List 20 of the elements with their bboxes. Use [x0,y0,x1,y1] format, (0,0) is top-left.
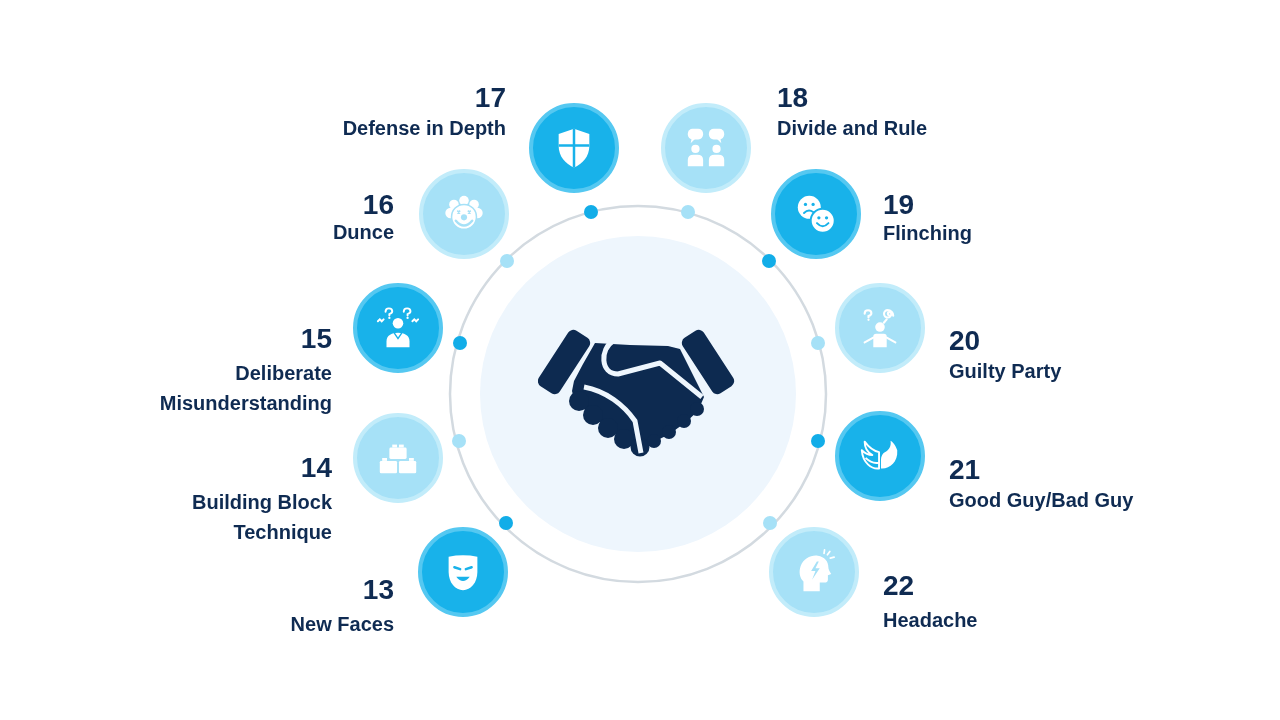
tactic-number: 20 [949,327,981,355]
tactic-name: Building Block Technique [191,490,332,545]
tactic-name: Guilty Party [949,359,1062,384]
tactic-name: New Faces [290,612,394,637]
tactic-name: Divide and Rule [777,116,928,141]
tactic-number: 16 [362,191,394,219]
tactic-name: Good Guy/Bad Guy [949,488,1134,513]
tactic-number: 18 [777,84,809,112]
tactic-name: Headache [883,608,978,633]
tactic-number: 19 [883,191,915,219]
tactic-number: 13 [362,576,394,604]
tactic-number: 17 [474,84,506,112]
tactic-name: Deliberate Misunderstanding [158,361,332,416]
tactic-number: 14 [300,454,332,482]
tactic-number: 21 [949,456,981,484]
tactic-name: Dunce [332,220,394,245]
tactic-name: Flinching [883,221,972,246]
tactic-number: 22 [883,572,915,600]
tactic-number: 15 [300,325,332,353]
tactic-name: Defense in Depth [342,116,506,141]
